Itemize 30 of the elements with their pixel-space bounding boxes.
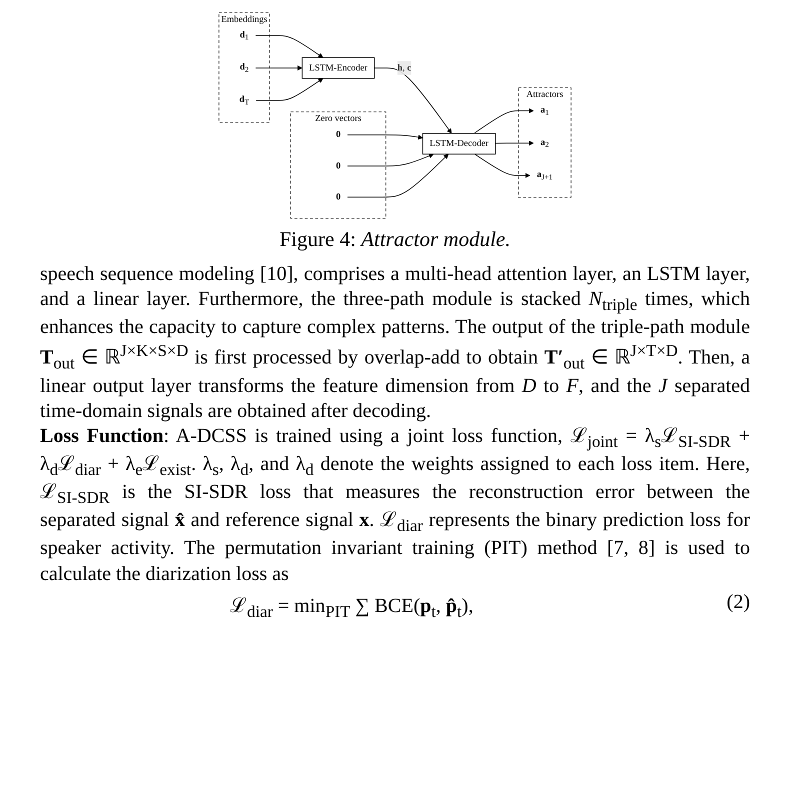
node-text: 0 bbox=[336, 130, 341, 140]
paragraph: speech sequence modeling [10], comprises a multi-head attention layer, an LSTM layer, and a linear layer. Furthermore, the three-path module is stacked N$_{triple}$ times, which enhances the capacity to capture complex patterns. The output of the triple-path module T$_{out}$ ∈ ℝ$^{J×K×S×D}$ is first processed by overlap-add to obtain T′$_{out}$ ∈ ℝ$^{J×T×D}$. Then, a linear output layer transforms the feature dimension from D to F, and the J separated time-domain signals are obtained after decoding. bbox=[40, 262, 750, 424]
node-text: d$_{1}$ bbox=[240, 30, 249, 42]
arrow bbox=[495, 140, 534, 146]
node-text: 0 bbox=[336, 192, 341, 202]
node-box bbox=[302, 57, 375, 79]
arrow bbox=[255, 35, 324, 58]
arrow bbox=[474, 154, 530, 178]
node-box bbox=[422, 133, 496, 154]
node-text: d$_{T}$ bbox=[239, 94, 250, 106]
cluster bbox=[290, 112, 386, 219]
paragraph: Loss Function: A-DCSS is trained using a joint loss function, ℒ$_{joint}$ = λ$_{s}$ℒ$_{SI-SDR}$ + λ$_{d}$ℒ$_{diar}$ + λ$_{e}$ℒ$_{exist}$. λ$_{s}$, λ$_{d}$, and λ$_{d}$ denote the weights assigned to each loss item. Here, ℒ$_{SI-SDR}$ is the SI-SDR loss that measures the reconstruction error between the separated signal x̂ and reference signal x. ℒ$_{diar}$ represents the binary prediction loss for speaker activity. The permutation invariant training (PIT) method [7, 8] is used to calculate the diarization loss as bbox=[40, 424, 750, 587]
node-text: a$_{1}$ bbox=[540, 104, 549, 117]
arrow bbox=[347, 153, 434, 166]
node-text: a$_{J+1}$ bbox=[536, 170, 553, 182]
cluster bbox=[218, 12, 270, 123]
arrow bbox=[256, 78, 324, 101]
node-text: d$_{2}$ bbox=[240, 62, 249, 74]
arrow bbox=[474, 108, 534, 134]
equation-number: (2) bbox=[726, 590, 750, 615]
arrow bbox=[255, 65, 302, 71]
node-text: a$_{2}$ bbox=[540, 137, 549, 149]
diagram: Attractors Zero vectors Embeddings h, c d$_{1}$ d$_{2}$ d$_{T}$ LSTM-Encoder 0 0 0 LSTM-Decoder a$_{1}$ a$_{2}$ a$_{J+1}$ bbox=[40, 8, 750, 223]
equation: ℒ$_{diar}$ = min$_{PIT}$ ∑ BCE(p$_{t}$, p̂$_{t}$), bbox=[230, 594, 474, 622]
arrow bbox=[347, 154, 449, 198]
arrow bbox=[347, 134, 423, 140]
node-text: 0 bbox=[336, 160, 341, 171]
arrow bbox=[374, 68, 452, 134]
figure-caption: Figure 4: Attractor module. bbox=[278, 227, 512, 252]
cluster bbox=[518, 87, 572, 198]
